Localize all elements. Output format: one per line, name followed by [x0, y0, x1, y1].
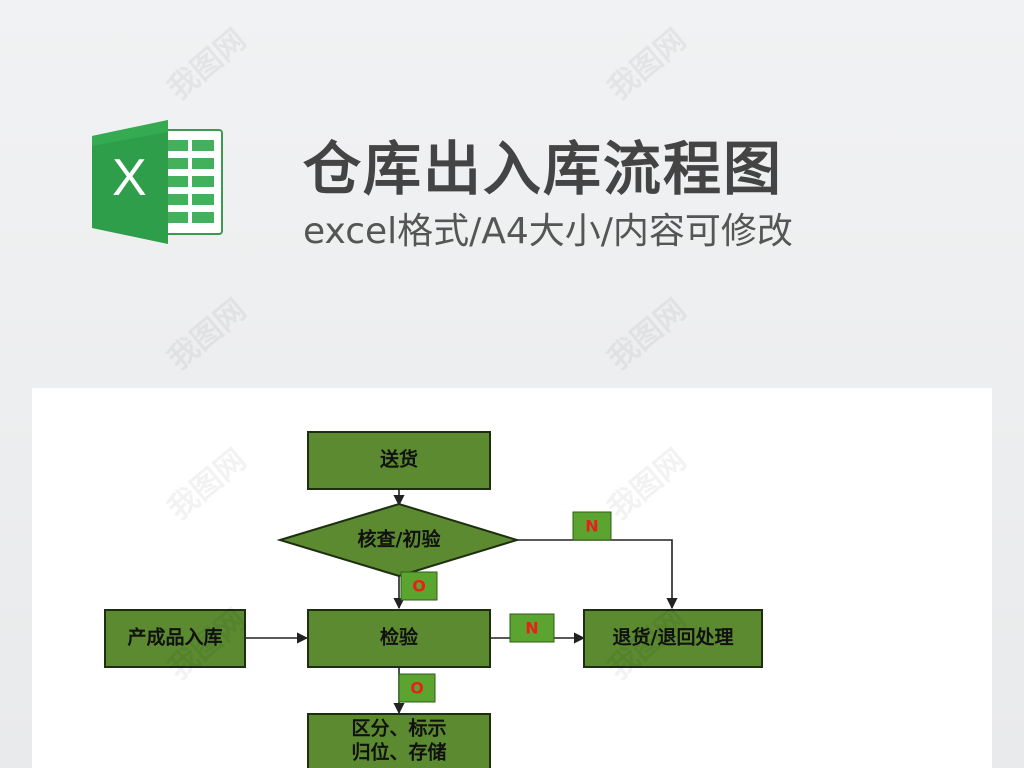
tag-check-no-label: N	[585, 517, 598, 536]
page-title: 仓库出入库流程图	[303, 135, 784, 203]
connector-check-to-return	[517, 539, 678, 610]
node-storage-label-line1: 区分、标示	[351, 718, 446, 740]
tag-inspect-ok-label: O	[410, 679, 424, 698]
node-storage-label-line2: 归位、存储	[351, 741, 446, 764]
flowchart-panel: 送货 核查/初验 检验 产成品入库 退货/退回处理 区分、标示 归位、存储	[32, 388, 992, 768]
node-finished-goods-label: 产成品入库	[127, 626, 222, 649]
node-check-label: 核查/初验	[358, 528, 442, 551]
watermark: 我图网	[601, 22, 693, 108]
tag-check-ok: O	[400, 571, 438, 601]
node-check: 核查/初验	[276, 502, 521, 578]
node-inspect: 检验	[307, 609, 491, 668]
node-return-label: 退货/退回处理	[613, 626, 734, 649]
watermark: 我图网	[161, 292, 253, 378]
node-delivery-label: 送货	[380, 448, 418, 471]
tag-inspect-no-label: N	[525, 619, 538, 638]
page-subtitle: excel格式/A4大小/内容可修改	[303, 211, 793, 252]
node-storage: 区分、标示 归位、存储	[307, 713, 491, 768]
excel-icon: X	[90, 118, 225, 246]
tag-inspect-no: N	[509, 613, 555, 643]
tag-inspect-ok: O	[398, 673, 436, 703]
node-delivery: 送货	[307, 431, 491, 490]
node-finished-goods: 产成品入库	[104, 609, 246, 668]
node-return: 退货/退回处理	[583, 609, 763, 668]
flowchart-canvas: 送货 核查/初验 检验 产成品入库 退货/退回处理 区分、标示 归位、存储	[104, 431, 763, 768]
watermark: 我图网	[601, 292, 693, 378]
node-inspect-label: 检验	[380, 626, 419, 649]
watermark: 我图网	[161, 22, 253, 108]
tag-check-ok-label: O	[412, 577, 426, 596]
tag-check-no: N	[572, 511, 612, 541]
excel-logo-letter: X	[112, 149, 147, 207]
